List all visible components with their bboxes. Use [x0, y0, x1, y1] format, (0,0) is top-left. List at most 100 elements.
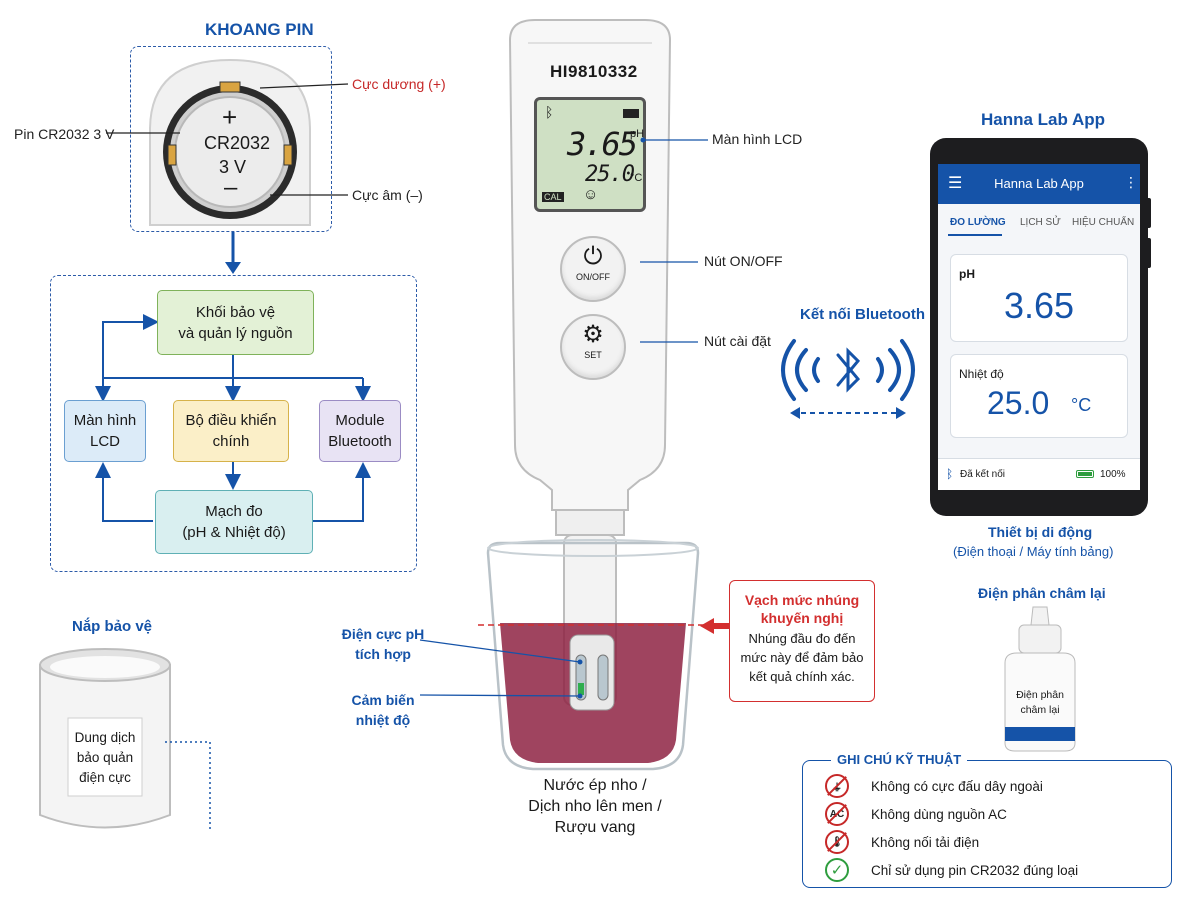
bluetooth-module-block: Module Bluetooth — [319, 400, 401, 462]
cap-label-line3: điện cực — [79, 770, 131, 785]
set-label: Nút cài đặt — [704, 333, 771, 349]
controller-block: Bộ điều khiển chính — [173, 400, 289, 462]
ph-card-value: 3.65 — [1003, 285, 1075, 326]
tab-history[interactable]: LỊCH SỬ — [1020, 217, 1061, 228]
app-status-bar: ᛒ Đã kết nối 100% — [938, 458, 1140, 490]
lcd-label: Màn hình LCD — [712, 131, 803, 147]
bluetooth-signal-icon — [781, 339, 915, 419]
battery-minus-sign: – — [224, 174, 238, 201]
battery-section-title: KHOANG PIN — [205, 20, 314, 39]
immersion-text-line3: kết quả chính xác. — [749, 669, 855, 684]
set-button[interactable]: ⚙ SET — [560, 314, 626, 380]
battery-compartment-box — [130, 46, 332, 232]
temp-card-label: Nhiệt độ — [959, 367, 1004, 381]
status-bluetooth-icon: ᛒ — [946, 467, 954, 481]
ph-electrode-line1: Điện cực pH — [341, 626, 425, 642]
temp-sensor-label: Cảm biến nhiệt độ — [338, 690, 428, 730]
status-battery-fill — [1078, 472, 1092, 476]
power-button-label: ON/OFF — [576, 272, 610, 282]
measure-block-line2: (pH & Nhiệt độ) — [182, 524, 286, 541]
refill-label-line2: châm lại — [1020, 704, 1060, 716]
power-block-line1: Khối bảo vệ — [195, 303, 276, 321]
cap-label-line2: bảo quản — [76, 750, 134, 765]
lcd-temp-value: 25.0 — [585, 162, 635, 187]
menu-icon[interactable]: ☰ — [948, 175, 963, 192]
bt-block-line2: Bluetooth — [328, 433, 392, 450]
note-text-1: Không có cực đấu dây ngoài — [871, 778, 1043, 794]
lcd-bluetooth-icon: ᛒ — [545, 104, 554, 120]
cap-label: Dung dịch bảo quản điện cực — [68, 728, 142, 788]
immersion-note-box: Vạch mức nhúng khuyến nghị Nhúng đầu đo … — [729, 580, 875, 702]
no-ac-icon: AC — [825, 802, 849, 826]
lcd-ph-unit: pH — [630, 128, 645, 140]
measure-block-line1: Mạch đo — [205, 503, 263, 520]
negative-terminal-label: Cực âm (–) — [352, 187, 423, 203]
bt-block-line1: Module — [335, 412, 385, 429]
note-text-2: Không dùng nguồn AC — [871, 806, 1007, 822]
power-block-line2: và quản lý nguồn — [178, 324, 293, 342]
immersion-text-line2: mức này để đảm bảo — [740, 650, 864, 665]
beaker-caption-line2: Dịch nho lên men / — [528, 798, 662, 815]
note-row-2: AC Không dùng nguồn AC — [825, 801, 1007, 827]
ph-electrode-line2: tích hợp — [355, 646, 411, 662]
power-management-block: Khối bảo vệ và quản lý nguồn — [157, 290, 314, 355]
more-icon[interactable]: ⋮ — [1124, 174, 1138, 190]
temp-card-value: 25.0 — [987, 385, 1050, 421]
warning-arrow — [700, 618, 730, 634]
lcd-battery-icon — [623, 109, 639, 118]
note-row-4: ✓ Chỉ sử dụng pin CR2032 đúng loại — [825, 857, 1078, 883]
lcd-block-line2: LCD — [89, 433, 120, 450]
gear-icon: ⚙ — [582, 321, 604, 348]
phone-side-button-2 — [1146, 238, 1151, 268]
phone-device: ☰ Hanna Lab App ⋮ ĐO LƯỜNG LỊCH SỬ HIỆU … — [930, 138, 1151, 516]
block-diagram-box — [50, 275, 417, 572]
meter-leader-lines — [640, 137, 708, 343]
tab-measure[interactable]: ĐO LƯỜNG — [950, 217, 1006, 228]
lcd-smile-icon: ☺ — [583, 186, 599, 203]
temp-card-unit: °C — [1071, 395, 1092, 415]
status-battery-icon — [1076, 470, 1094, 478]
note-text-3: Không nối tải điện — [871, 834, 980, 850]
protective-cap-illustration — [39, 648, 171, 829]
immersion-title-line1: Vạch mức nhúng — [744, 592, 860, 608]
technical-notes-title: GHI CHÚ KỸ THUẬT — [831, 752, 968, 767]
battery-plus-sign: + — [222, 102, 238, 132]
beaker-caption-line1: Nước ép nho / — [543, 777, 647, 794]
ph-card-label: pH — [959, 267, 975, 281]
app-title: Hanna Lab App — [981, 110, 1106, 129]
set-button-label: SET — [584, 350, 602, 360]
check-icon: ✓ — [825, 858, 849, 882]
power-button[interactable]: ⏻ ON/OFF — [560, 236, 626, 302]
ph-electrode-label: Điện cực pH tích hợp — [338, 624, 428, 664]
status-connected-text: Đã kết nối — [960, 469, 1006, 480]
battery-compartment-illustration — [149, 58, 311, 226]
meter-lcd: ᛒ 3.65 pH 25.0 °C CAL ☺ — [534, 97, 646, 212]
technical-notes-box: GHI CHÚ KỸ THUẬT ⏚ Không có cực đấu dây … — [802, 752, 1172, 888]
controller-block-line1: Bộ điều khiển — [185, 412, 277, 429]
tab-calibration[interactable]: HIỆU CHUẨN — [1072, 217, 1135, 228]
battery-label: Pin CR2032 3 V — [14, 126, 115, 142]
phone-screen: ☰ Hanna Lab App ⋮ ĐO LƯỜNG LỊCH SỬ HIỆU … — [938, 164, 1140, 490]
app-header-bar: ☰ Hanna Lab App ⋮ — [938, 164, 1140, 204]
device-caption: Thiết bị di động — [988, 524, 1093, 540]
lcd-block-line1: Màn hình — [73, 412, 137, 429]
refill-bottle-illustration — [1004, 606, 1076, 752]
temp-card: Nhiệt độ 25.0 °C — [950, 354, 1128, 438]
cap-dotted-guide — [165, 741, 211, 830]
measurement-circuit-block: Mạch đo (pH & Nhiệt độ) — [155, 490, 313, 554]
refill-bottle-label: Điện phân châm lại — [1005, 688, 1075, 718]
no-plug-icon: ⏚ — [825, 774, 849, 798]
lcd-cal-indicator: CAL — [542, 192, 564, 202]
onoff-label: Nút ON/OFF — [704, 253, 783, 269]
temp-sensor-line2: nhiệt độ — [355, 712, 411, 728]
power-icon: ⏻ — [583, 243, 603, 270]
refill-label-line1: Điện phân — [1016, 689, 1064, 701]
phone-side-button — [1146, 198, 1151, 228]
immersion-text-line1: Nhúng đầu đo đến — [748, 631, 856, 646]
device-subcaption: (Điện thoại / Máy tính bảng) — [953, 544, 1114, 559]
ph-card: pH 3.65 — [950, 254, 1128, 342]
beaker-caption-line3: Rượu vang — [554, 819, 636, 836]
tab-measure-underline — [948, 234, 1002, 236]
meter-model: HI9810332 — [550, 62, 638, 81]
positive-terminal-label: Cực dương (+) — [352, 76, 446, 92]
